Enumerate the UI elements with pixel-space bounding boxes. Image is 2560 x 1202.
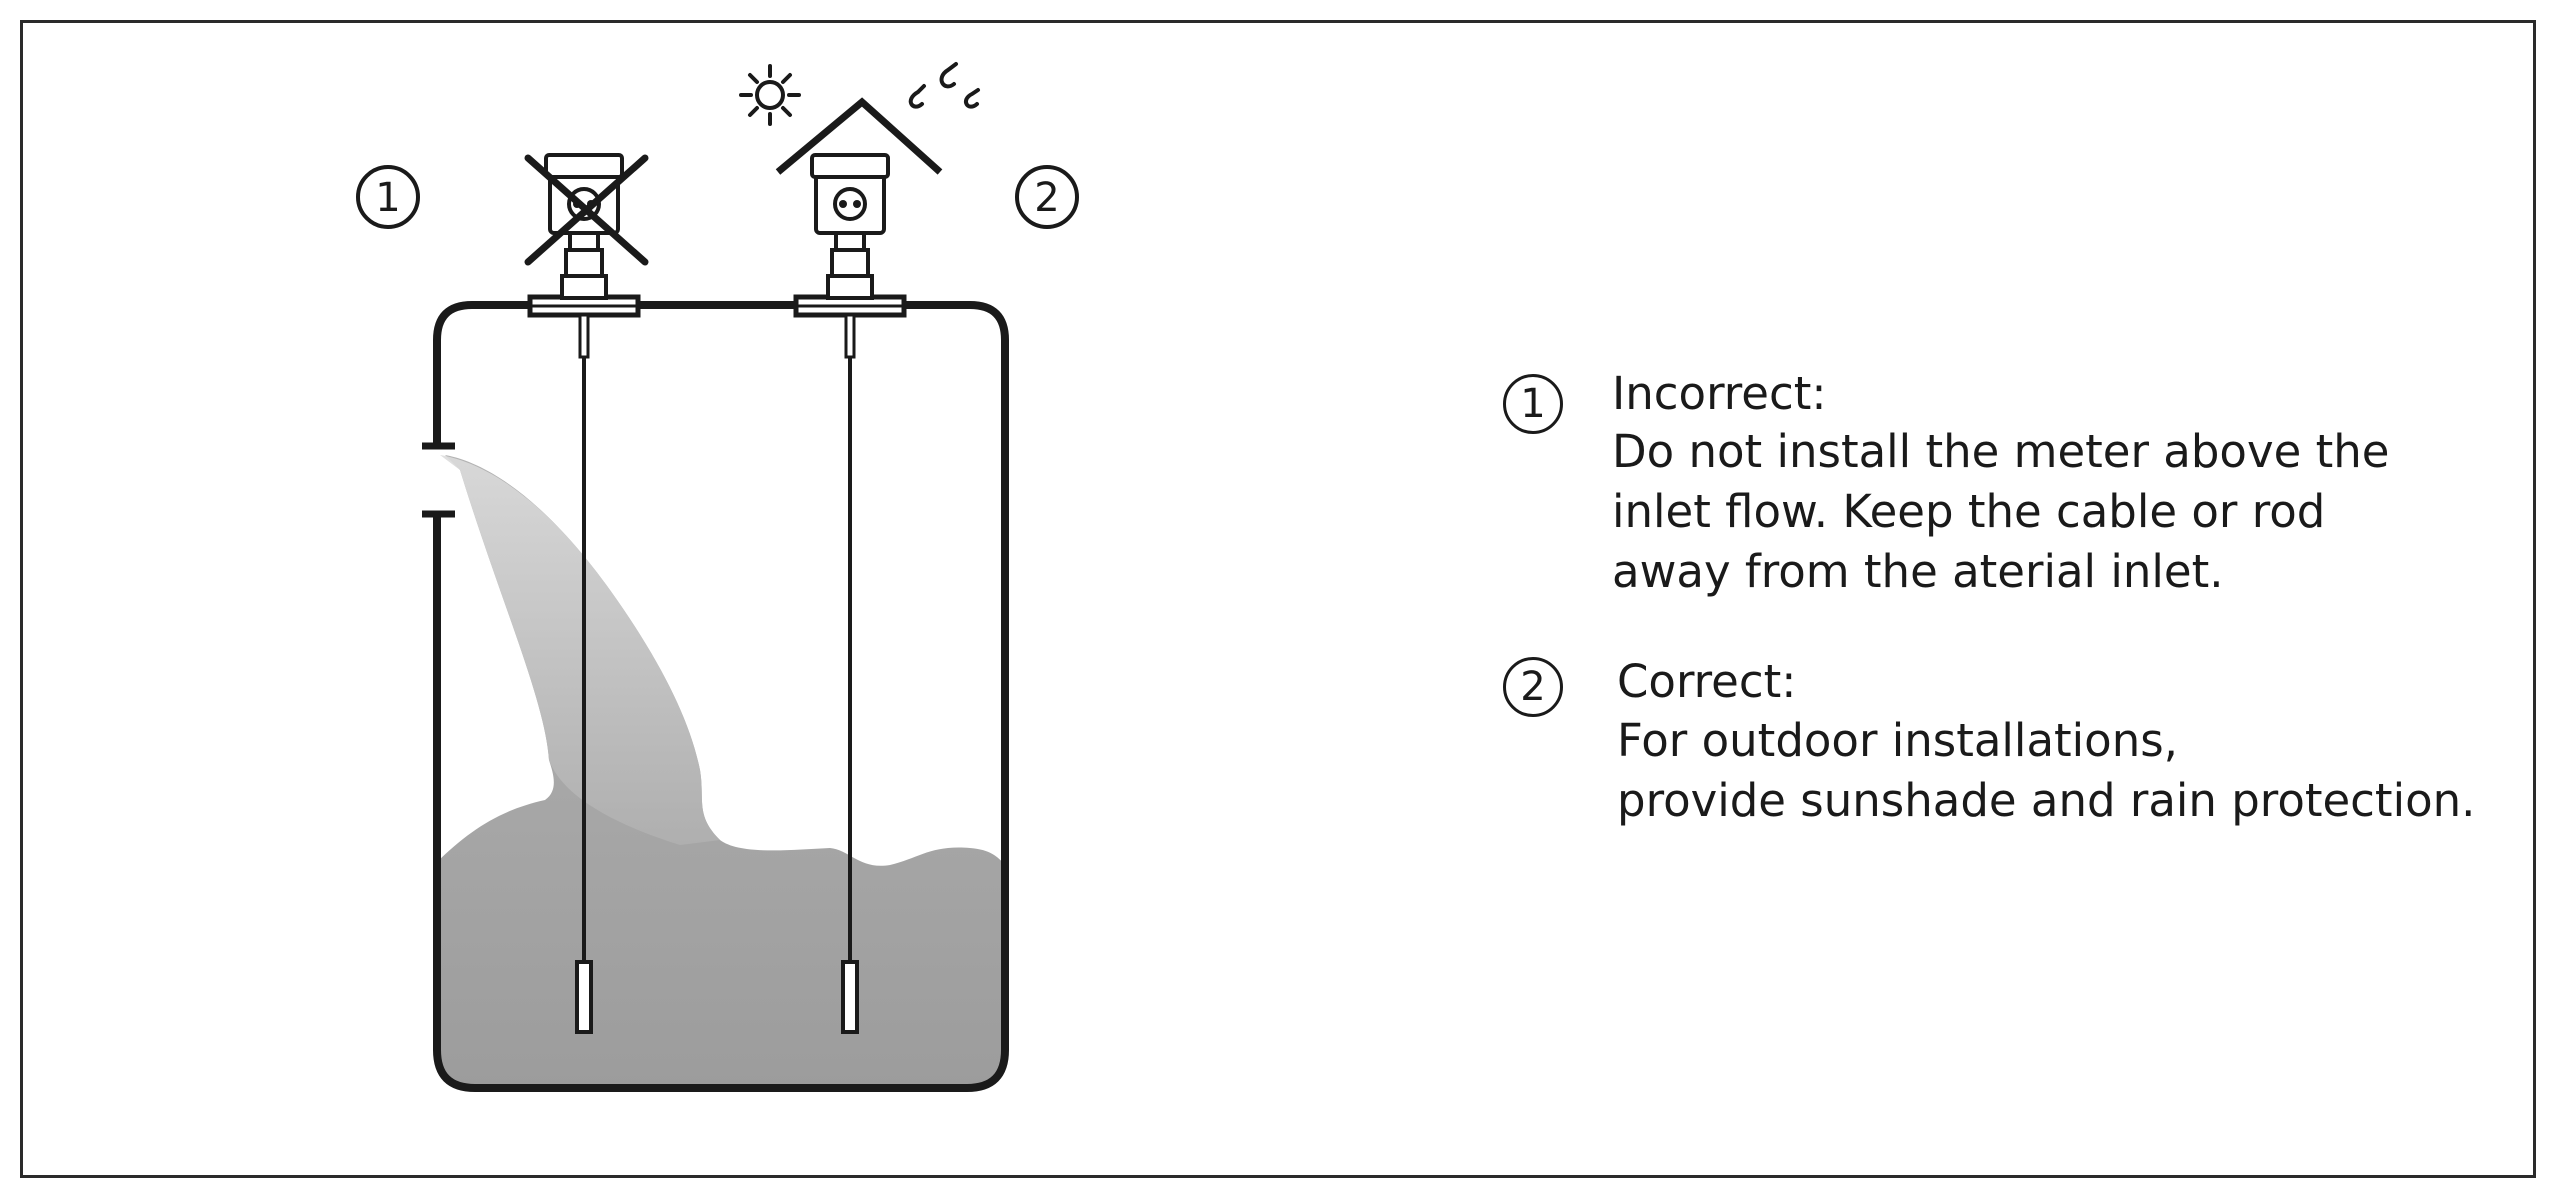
sun-icon <box>739 64 801 126</box>
legend-line: provide sunshade and rain protection. <box>1617 774 2476 827</box>
legend-heading-incorrect: Incorrect: <box>1612 367 1827 420</box>
material-fill <box>437 455 1005 1088</box>
marker-correct: 2 <box>1015 165 1079 229</box>
legend-number-correct: 2 <box>1503 657 1563 717</box>
legend-line: away from the aterial inlet. <box>1612 545 2224 598</box>
legend-line: Do not install the meter above the <box>1612 425 2390 478</box>
legend-line: inlet flow. Keep the cable or rod <box>1612 485 2326 538</box>
marker-incorrect-number: 1 <box>375 175 400 221</box>
legend-heading-correct: Correct: <box>1617 655 1797 708</box>
cross-icon <box>524 154 649 266</box>
legend-line: For outdoor installations, <box>1617 714 2178 767</box>
marker-correct-number: 2 <box>1034 175 1059 221</box>
roof-icon <box>775 97 943 175</box>
marker-incorrect: 1 <box>356 165 420 229</box>
legend-number-incorrect: 1 <box>1503 374 1563 434</box>
meter-incorrect <box>527 153 641 1034</box>
tank-outline <box>433 301 1009 1092</box>
raindrops-icon <box>908 62 980 109</box>
meter-correct <box>793 153 907 1034</box>
